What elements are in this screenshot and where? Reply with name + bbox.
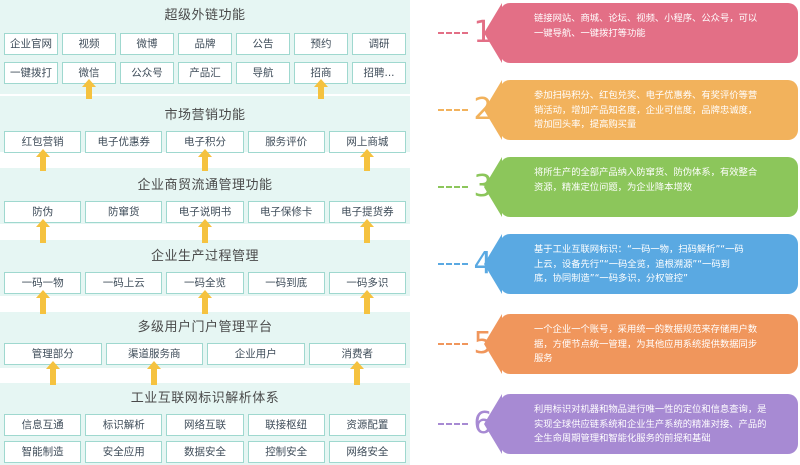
description-card: 链接网站、商城、论坛、视频、小程序、公众号，可以一键导航、一键拨打等功能 (500, 3, 798, 63)
card-text-line: 基于工业互联网标识：“一码一物，扫码解析”“一码 (534, 244, 744, 255)
module-cell: 防窜货 (85, 201, 163, 223)
module-cell: 微博 (120, 33, 174, 55)
description-card: 基于工业互联网标识：“一码一物，扫码解析”“一码上云，设备先行”“一码全览，追根… (500, 234, 798, 294)
module-cell: 智能制造 (4, 441, 82, 463)
card-text-line: 服务 (534, 353, 553, 364)
module-cell: 电子说明书 (166, 201, 244, 223)
module-cell: 企业官网 (4, 33, 58, 55)
module-cell: 安全应用 (85, 441, 163, 463)
module-cell: 一键拨打 (4, 62, 58, 84)
module-cell: 电子提货券 (328, 201, 406, 223)
layer-title: 工业互联网标识解析体系 (130, 391, 280, 406)
layer-title: 企业生产过程管理 (150, 249, 259, 264)
card-pointer (484, 157, 502, 217)
card-text-line: 利用标识对机器和物品进行唯一性的定位和信息查询，是 (534, 404, 767, 415)
layer-title: 企业商贸流通管理功能 (137, 178, 273, 193)
module-cell: 信息互通 (4, 414, 82, 436)
up-arrow-icon (147, 361, 162, 385)
card-text-line: 一个企业一个账号，采用统一的数据规范来存储用户数 (534, 324, 758, 335)
module-cell: 公众号 (120, 62, 174, 84)
module-cell: 视频 (62, 33, 116, 55)
connector-dash (438, 423, 468, 425)
up-arrow-icon (360, 149, 375, 171)
card-text-line: 实现全球供应链系统和企业生产系统的精准对接、产品的 (534, 418, 767, 430)
module-cell: 导航 (236, 62, 290, 84)
up-arrow-icon (198, 149, 212, 171)
module-cell: 品牌 (178, 33, 232, 55)
layer-title: 超级外链功能 (164, 8, 246, 23)
card-text-line: 一键导航、一键拨打等功能 (534, 27, 646, 39)
module-cell: 公告 (236, 33, 290, 55)
card-text-line: 资源，精准定位问题，为企业降本增效 (534, 181, 693, 193)
connector-dash (438, 32, 468, 34)
up-arrow-icon (360, 290, 375, 314)
up-arrow-icon (35, 290, 50, 314)
architecture-diagram: 超级外链功能企业官网视频微博品牌公告预约调研一键拨打微信公众号产品汇导航招商招聘… (0, 0, 410, 465)
module-cell: 招聘... (352, 62, 406, 84)
card-text-line: 上云，设备先行”“一码全览，追根溯源”“一码到 (534, 258, 730, 270)
up-arrow-icon (198, 290, 212, 314)
module-cell: 渠道服务商 (105, 343, 203, 365)
up-arrow-icon (45, 361, 60, 385)
module-cell: 调研 (352, 33, 406, 55)
module-cell: 企业用户 (207, 343, 305, 365)
card-pointer (484, 394, 502, 454)
card-text-line: 底，协同制造”“一码多识，分权管控” (534, 273, 688, 284)
module-cell: 红包营销 (4, 131, 82, 153)
description-card: 将所生产的全部产品纳入防窜货、防伪体系，有效整合资源，精准定位问题，为企业降本增… (500, 157, 798, 217)
module-cell: 产品汇 (178, 62, 232, 84)
up-arrow-icon (314, 79, 328, 99)
module-cell: 控制安全 (247, 441, 325, 463)
card-pointer (484, 314, 502, 374)
up-arrow-icon (198, 219, 212, 243)
connector-dash (438, 343, 468, 345)
card-text-line: 据，方便节点统一管理，为其他应用系统提供数据同步 (534, 338, 758, 350)
up-arrow-icon (350, 361, 365, 385)
connector-dash (438, 186, 468, 188)
connector-dash (438, 263, 468, 265)
card-pointer (484, 80, 502, 140)
module-cell: 数据安全 (166, 441, 244, 463)
card-pointer (484, 3, 502, 63)
module-cell: 网络互联 (166, 414, 244, 436)
module-cell: 网络安全 (328, 441, 406, 463)
module-cell: 联接枢纽 (247, 414, 325, 436)
module-cell: 标识解析 (85, 414, 163, 436)
layer-title: 市场营销功能 (164, 108, 246, 123)
description-card: 参加扫码积分、红包兑奖、电子优惠券、有奖评价等营销活动，增加产品知名度，企业可信… (500, 80, 798, 140)
connector-dash (438, 109, 468, 111)
layer-title: 多级用户门户管理平台 (137, 320, 273, 335)
module-cell: 预约 (294, 33, 348, 55)
description-card: 一个企业一个账号，采用统一的数据规范来存储用户数据，方便节点统一管理，为其他应用… (500, 314, 798, 374)
card-text-line: 全生命周期管理和智能化服务的前提和基础 (534, 433, 711, 444)
card-text-line: 增加回头率，提高购买量 (534, 119, 637, 130)
module-cell: 电子积分 (166, 131, 244, 153)
up-arrow-icon (35, 149, 50, 171)
module-cell: 电子优惠券 (85, 131, 163, 153)
description-card: 利用标识对机器和物品进行唯一性的定位和信息查询，是实现全球供应链系统和企业生产系… (500, 394, 798, 454)
card-text-line: 销活动，增加产品知名度，企业可信度，品牌忠诚度， (534, 104, 758, 116)
module-cell: 电子保修卡 (247, 201, 325, 223)
card-text-line: 参加扫码积分、红包兑奖、电子优惠券、有奖评价等营 (534, 90, 758, 101)
card-pointer (484, 234, 502, 294)
up-arrow-icon (35, 219, 50, 243)
up-arrow-icon (360, 219, 375, 243)
module-cell: 服务评价 (247, 131, 325, 153)
module-cell: 一码上云 (85, 272, 163, 294)
module-cell: 资源配置 (328, 414, 406, 436)
module-cell: 一码到底 (247, 272, 325, 294)
card-text-line: 将所生产的全部产品纳入防窜货、防伪体系，有效整合 (534, 167, 758, 178)
up-arrow-icon (82, 79, 96, 99)
card-text-line: 链接网站、商城、论坛、视频、小程序、公众号，可以 (534, 13, 758, 24)
